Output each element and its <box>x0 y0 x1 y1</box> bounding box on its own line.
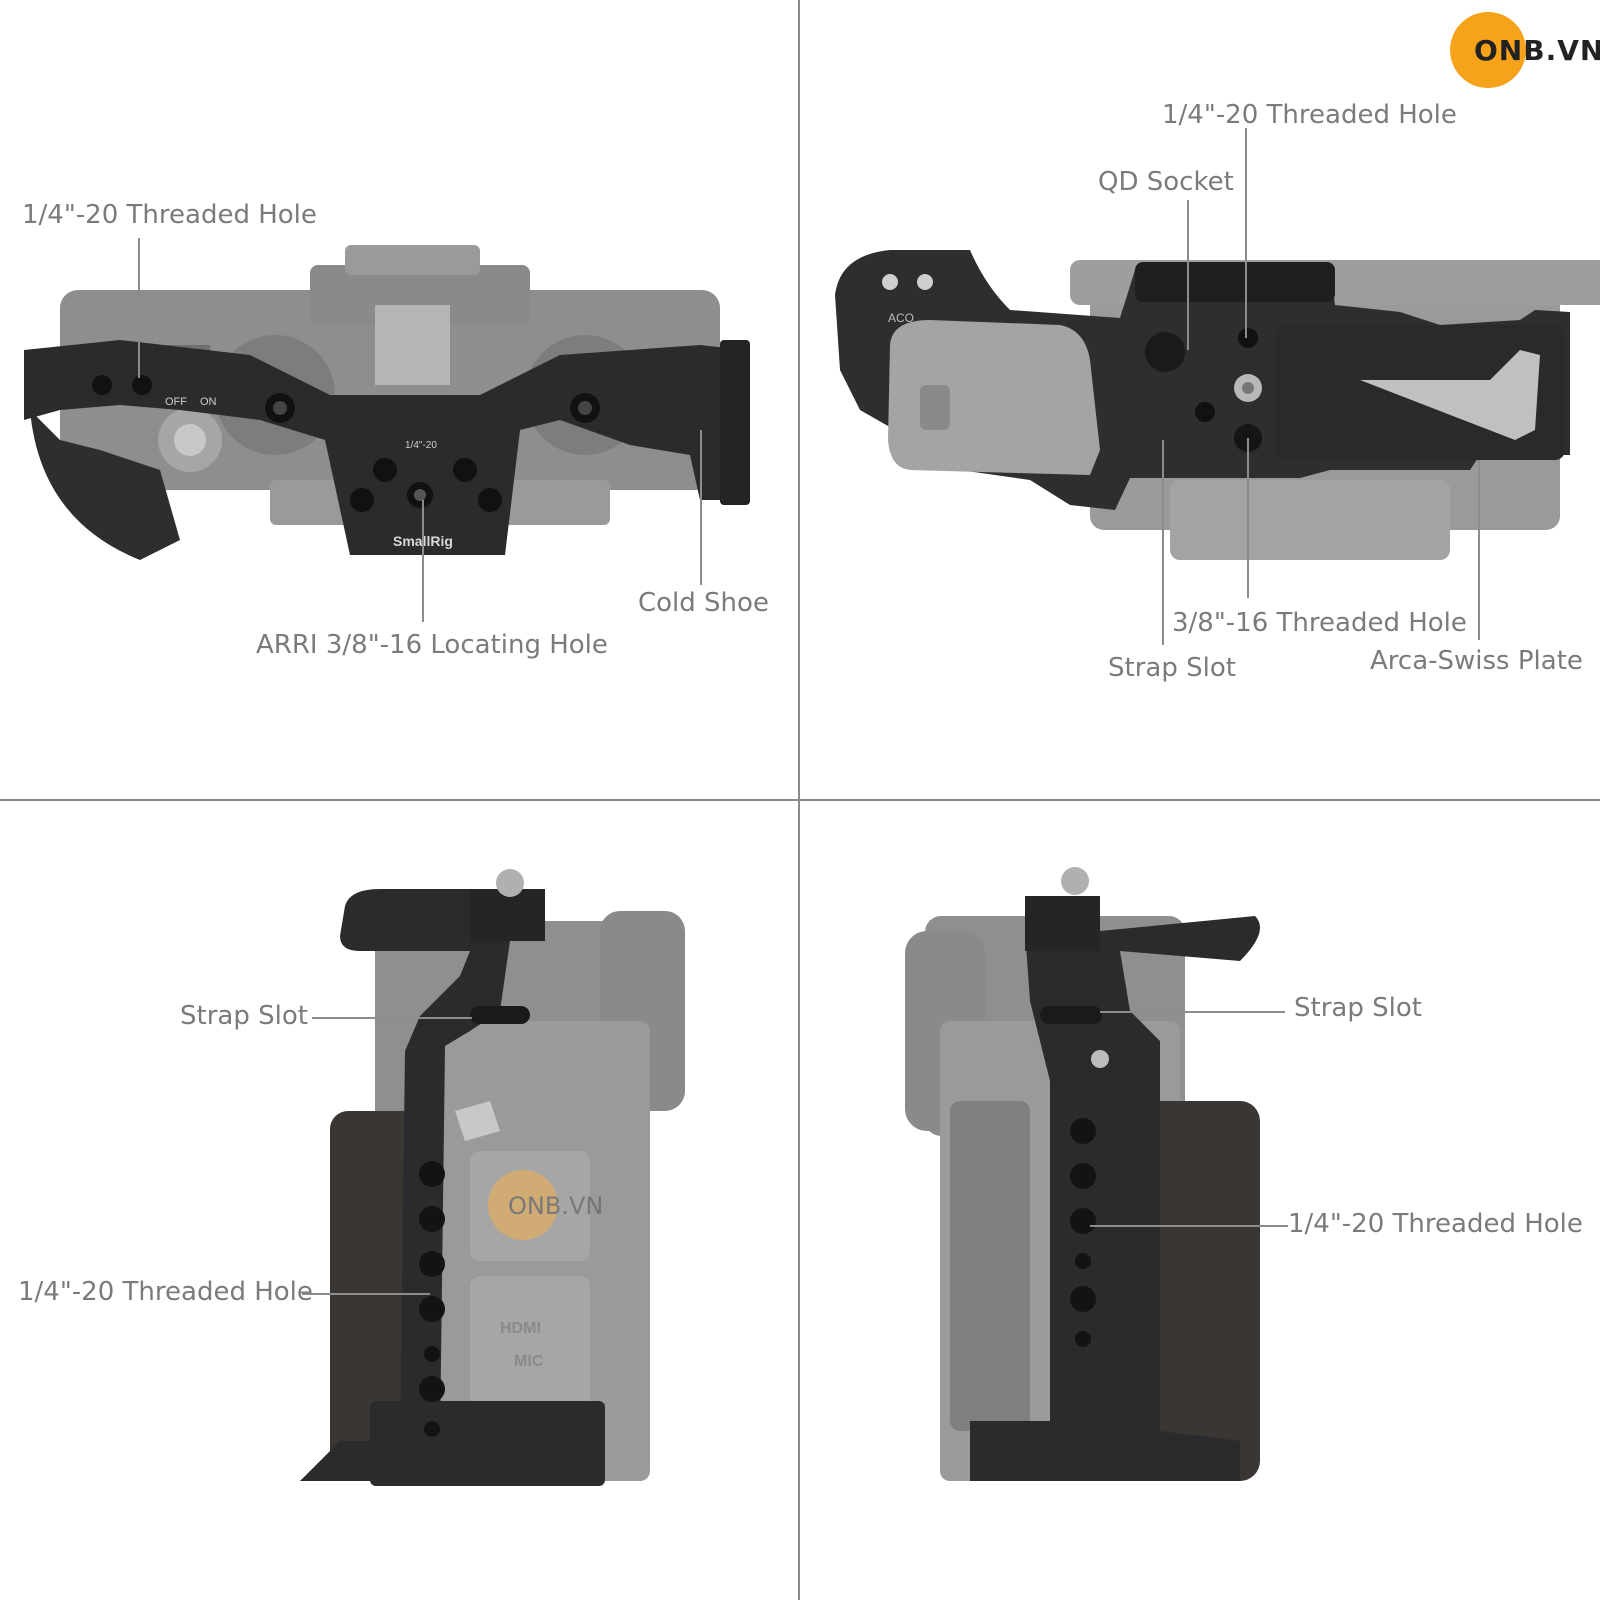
left-side-panel: HDMI MIC Strap Slot 1/4"-20 Threaded Hol… <box>0 801 798 1600</box>
label-cold-shoe: Cold Shoe <box>638 588 769 618</box>
hdmi-engraving: HDMI <box>500 1320 541 1337</box>
watermark-circle <box>488 1170 558 1240</box>
watermark-text: ONB.VN <box>508 1192 604 1220</box>
bottom-view-illustration: ACO <box>835 250 1600 560</box>
label-threaded-hole: 1/4"-20 Threaded Hole <box>22 200 317 230</box>
acc-engraving: ACO <box>888 311 914 325</box>
label-strap-slot: Strap Slot <box>1108 653 1236 683</box>
leader-strap-slot-left <box>312 1017 472 1019</box>
label-strap-slot-left: Strap Slot <box>180 1001 308 1031</box>
cage-mark-engraving: 1/4"-20 <box>405 440 437 451</box>
onb-watermark: ONB.VN <box>480 1170 620 1240</box>
label-qd-socket: QD Socket <box>1098 167 1234 197</box>
on-engraving: ON <box>200 396 217 408</box>
right-side-illustration <box>905 867 1260 1481</box>
leader-arca-plate <box>1478 460 1480 640</box>
leader-strap-slot-right <box>1100 1011 1285 1013</box>
top-view-panel: SmallRig 1/4"-20 OFF ON 1/4"-20 Threaded… <box>0 0 798 799</box>
onb-logo: ONB.VN <box>1450 12 1600 92</box>
horizontal-divider <box>0 799 1600 801</box>
left-side-illustration: HDMI MIC <box>300 869 685 1486</box>
logo-text: ONB.VN <box>1474 34 1600 67</box>
label-arca-plate: Arca-Swiss Plate <box>1370 646 1583 676</box>
off-engraving: OFF <box>165 396 187 408</box>
leader-arri-hole <box>422 500 424 622</box>
right-side-panel: Strap Slot 1/4"-20 Threaded Hole <box>800 801 1600 1600</box>
label-threaded-hole-left: 1/4"-20 Threaded Hole <box>18 1277 313 1307</box>
leader-threaded-hole-top <box>1245 128 1247 338</box>
leader-threaded-hole <box>138 238 140 378</box>
label-threaded-hole-right: 1/4"-20 Threaded Hole <box>1288 1209 1583 1239</box>
label-strap-slot-right: Strap Slot <box>1294 993 1422 1023</box>
leader-threaded-38 <box>1247 438 1249 598</box>
leader-cold-shoe <box>700 430 702 585</box>
leader-strap-slot <box>1162 440 1164 645</box>
label-threaded-38: 3/8"-16 Threaded Hole <box>1172 608 1467 638</box>
label-threaded-hole-top: 1/4"-20 Threaded Hole <box>1162 100 1457 130</box>
leader-threaded-hole-right <box>1090 1225 1288 1227</box>
logo-circle <box>1450 12 1526 88</box>
top-view-illustration: SmallRig 1/4"-20 OFF ON <box>24 245 750 560</box>
label-arri-hole: ARRI 3/8"-16 Locating Hole <box>256 630 608 660</box>
mic-engraving: MIC <box>514 1353 544 1370</box>
leader-threaded-hole-left <box>302 1293 430 1295</box>
bottom-view-panel: ACO 1/4"-20 Threaded Hole QD Socket 3/8"… <box>800 0 1600 799</box>
leader-qd-socket <box>1187 200 1189 350</box>
